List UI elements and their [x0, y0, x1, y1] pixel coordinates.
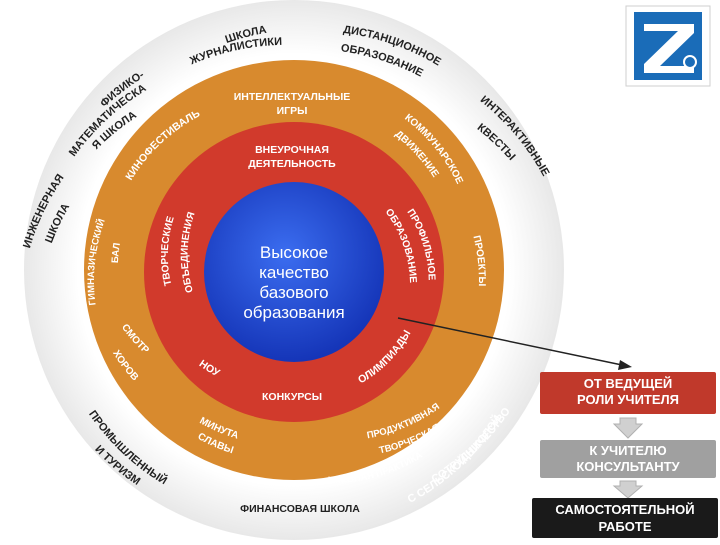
z-logo-icon — [625, 5, 711, 87]
flow-arrow-1 — [612, 417, 644, 439]
vneurochnaya-label-1: ВНЕУРОЧНАЯ — [255, 144, 329, 156]
konkursy-label: КОНКУРСЫ — [262, 391, 322, 403]
intellektualnye-label-2: ИГРЫ — [277, 105, 308, 117]
flow-box-3-line-2: РАБОТЕ — [599, 519, 652, 534]
core-line-1: Высокое — [260, 243, 328, 262]
flow-box-3-line-1: САМОСТОЯТЕЛЬНОЙ — [555, 502, 694, 517]
intellektualnye-label-1: ИНТЕЛЛЕКТУАЛЬНЫЕ — [234, 91, 351, 103]
finansovaya-label: ФИНАНСОВАЯ ШКОЛА — [240, 503, 360, 515]
core-circle — [204, 182, 384, 362]
connector-arrow — [397, 317, 632, 370]
vneurochnaya-label-2: ДЕЯТЕЛЬНОСТЬ — [248, 158, 336, 170]
core-text: Высокое качество базового образования — [243, 243, 344, 322]
flow-box-2-line-1: К УЧИТЕЛЮ — [589, 443, 666, 458]
flow-box-1: ОТ ВЕДУЩЕЙ РОЛИ УЧИТЕЛЯ — [540, 372, 716, 414]
gimnazicheskiy-label-2: БАЛ — [110, 242, 123, 264]
flow-box-1-line-1: ОТ ВЕДУЩЕЙ — [584, 376, 673, 391]
core-line-3: базового — [259, 283, 328, 302]
flow-box-3: САМОСТОЯТЕЛЬНОЙ РАБОТЕ — [532, 498, 718, 538]
flow-arrow-2 — [612, 480, 644, 499]
core-line-4: образования — [243, 303, 344, 322]
flow-box-2-line-2: КОНСУЛЬТАНТУ — [576, 459, 680, 474]
core-line-2: качество — [259, 263, 329, 282]
flow-box-1-line-2: РОЛИ УЧИТЕЛЯ — [577, 392, 679, 407]
flow-box-2: К УЧИТЕЛЮ КОНСУЛЬТАНТУ — [540, 440, 716, 478]
